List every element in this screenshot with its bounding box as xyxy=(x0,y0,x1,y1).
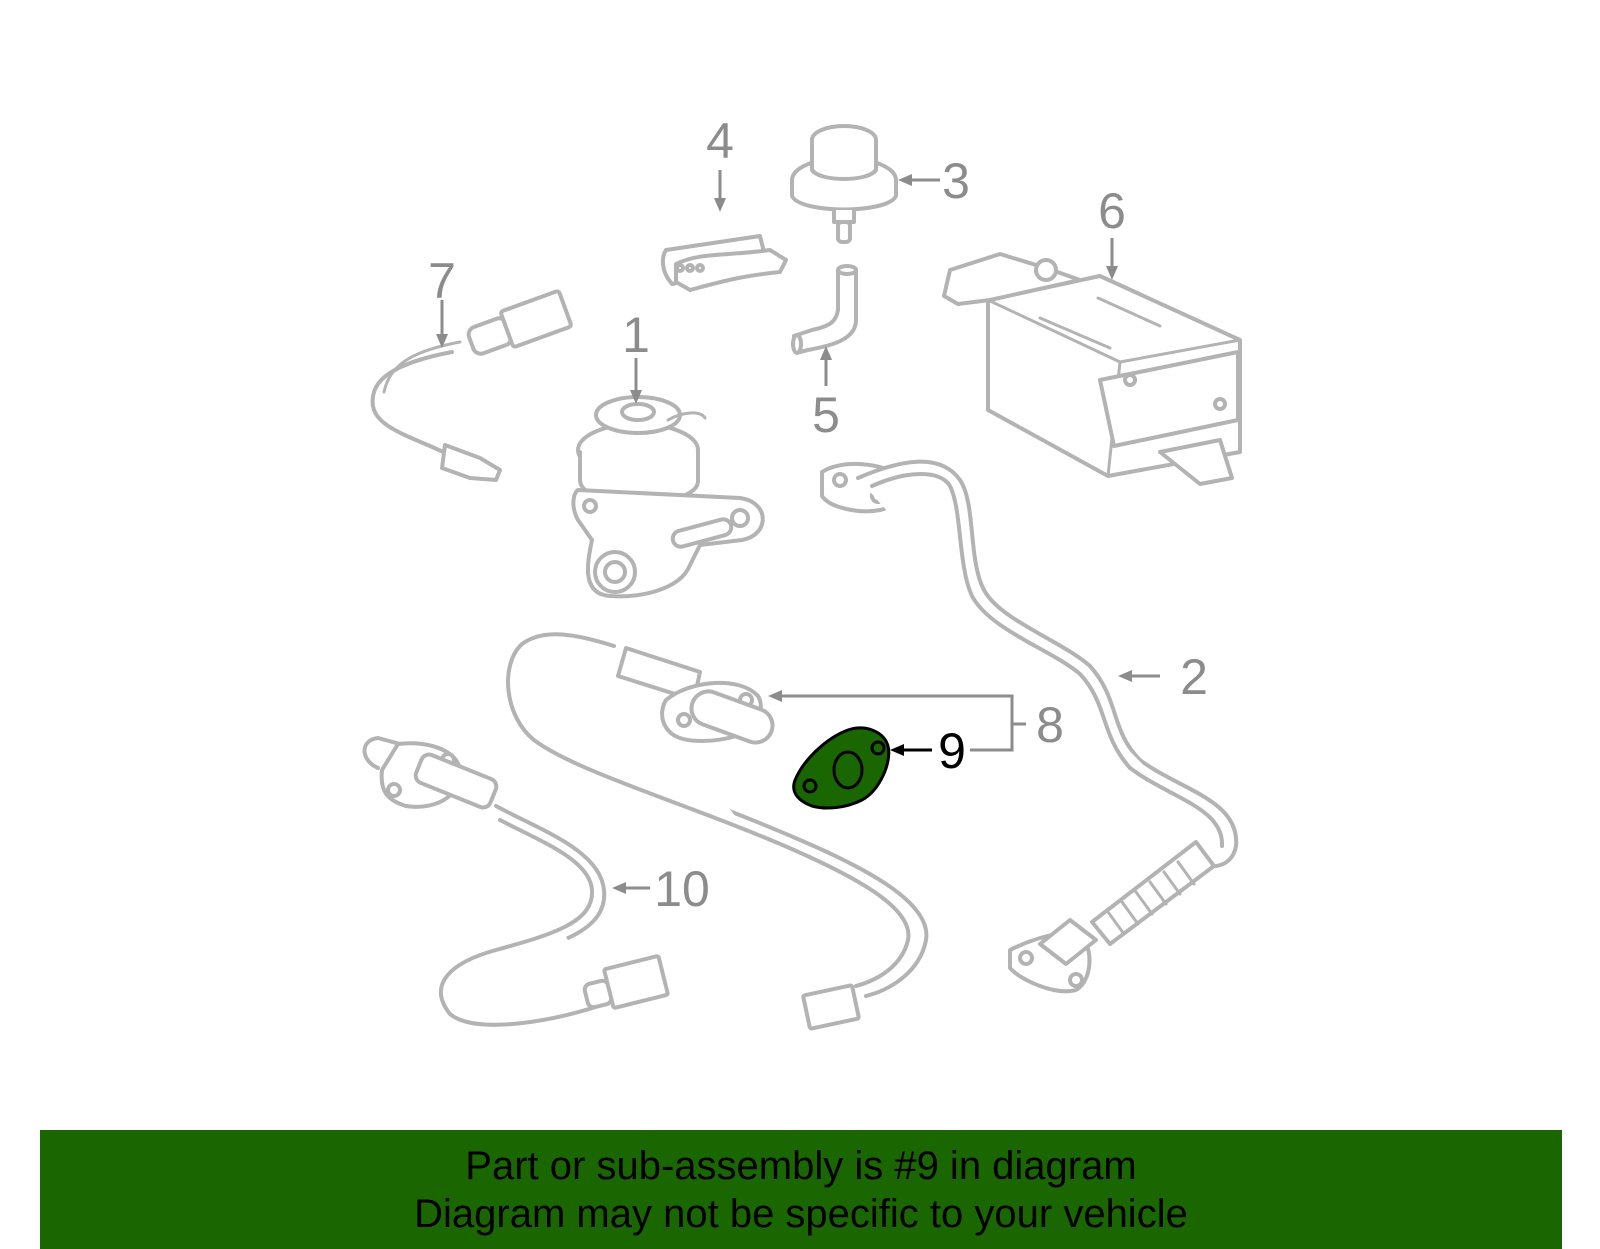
callout-6-label: 6 xyxy=(1098,183,1126,239)
callout-3: 3 xyxy=(898,153,970,209)
info-banner: Part or sub-assembly is #9 in diagram Di… xyxy=(40,1130,1562,1249)
part-9-gasket[interactable] xyxy=(792,726,891,810)
callout-10-label: 10 xyxy=(654,861,710,917)
part-2-egr-pipe xyxy=(820,459,1239,994)
part-10-oxygen-sensor xyxy=(362,736,670,1027)
callout-3-label: 3 xyxy=(942,153,970,209)
banner-line-disclaimer: Diagram may not be specific to your vehi… xyxy=(414,1192,1188,1236)
part-3-vacuum-modulator xyxy=(790,124,898,244)
part-1-egr-valve xyxy=(571,395,765,599)
callout-10: 10 xyxy=(612,861,710,917)
callout-8: 8 xyxy=(768,690,1064,753)
callout-9[interactable]: 9 xyxy=(890,723,966,779)
part-4-clamp xyxy=(660,234,788,292)
banner-line-part: Part or sub-assembly is #9 in diagram xyxy=(465,1144,1137,1188)
callout-9-label: 9 xyxy=(938,723,966,779)
callout-1: 1 xyxy=(622,307,650,404)
part-5-hose xyxy=(791,264,858,355)
callout-7: 7 xyxy=(428,253,456,348)
callout-5: 5 xyxy=(812,346,840,443)
part-6-charcoal-canister xyxy=(942,252,1242,486)
callout-1-label: 1 xyxy=(622,307,650,363)
part-7-oxygen-sensor xyxy=(370,289,573,482)
part-9-gasket-shape[interactable] xyxy=(792,726,891,810)
part-8-oxygen-sensor xyxy=(506,632,929,1031)
callout-2-label: 2 xyxy=(1180,649,1208,705)
callout-8-label: 8 xyxy=(1036,697,1064,753)
callout-6: 6 xyxy=(1098,183,1126,280)
callout-4-label: 4 xyxy=(706,113,734,169)
callout-5-label: 5 xyxy=(812,387,840,443)
callout-2: 2 xyxy=(1118,649,1208,705)
callout-4: 4 xyxy=(706,113,734,212)
callout-7-label: 7 xyxy=(428,253,456,309)
